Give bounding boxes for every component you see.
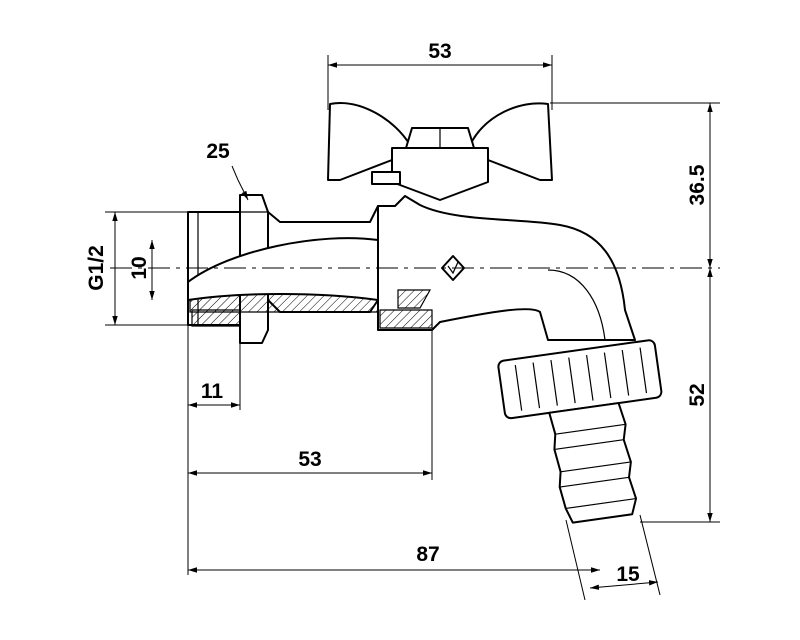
hose-connector [497,339,663,524]
dim-hose-diameter: 15 [565,514,661,601]
dim-outlet-height-label: 52 [686,383,709,406]
dim-thread-label: G1/2 [85,245,108,291]
dim-hex-size-label: 25 [206,140,230,163]
dim-body-length: 53 [188,448,432,476]
dim-handle-height-label: 36.5 [686,164,709,205]
dim-overall-length-label: 87 [416,543,439,566]
dim-outlet-height: 52 [640,268,720,523]
dim-handle-width-label: 53 [428,40,451,63]
dim-thread-length: 11 [188,380,240,408]
knurled-nut [497,339,663,420]
dim-handle-height: 36.5 [550,102,720,268]
dim-thread: G1/2 [85,211,188,326]
handle-left-wing [327,102,411,181]
dim-hose-diameter-label: 15 [616,563,640,586]
butterfly-handle [327,102,553,201]
dim-bore-label: 10 [128,256,151,279]
dim-thread-length-label: 11 [201,380,224,403]
dim-overall-length: 87 [188,543,600,573]
dim-hex-size: 25 [206,140,249,201]
handle-right-wing [469,102,553,181]
faucet-body [187,194,636,344]
handle-hub [391,147,489,201]
dim-body-length-label: 53 [298,448,321,471]
dim-bore: 10 [128,240,155,300]
dim-handle-width: 53 [327,40,553,110]
hose-barb [548,402,638,524]
